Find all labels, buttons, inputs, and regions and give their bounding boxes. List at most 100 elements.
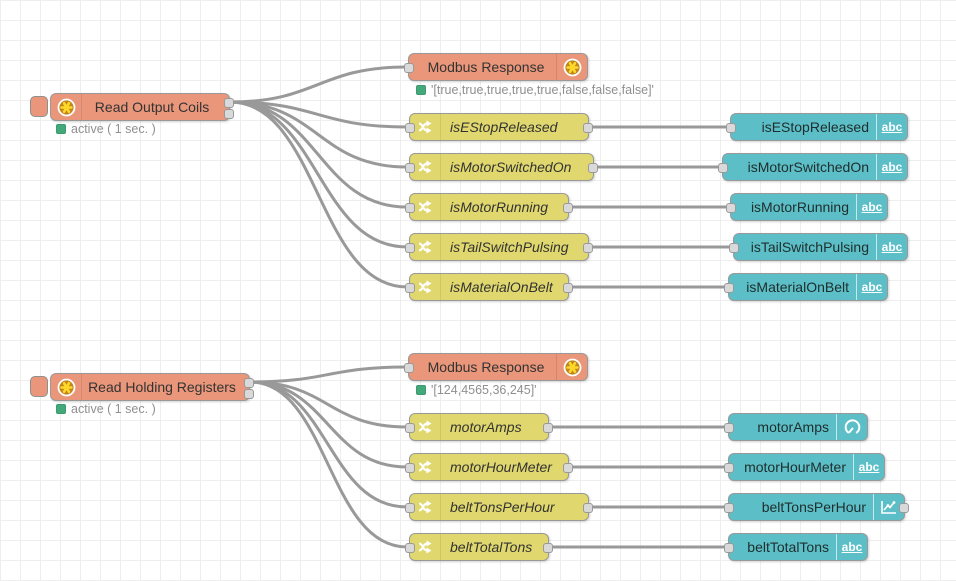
output-port[interactable]	[588, 163, 598, 173]
output-port-1[interactable]	[224, 98, 234, 108]
output-port[interactable]	[583, 503, 593, 513]
wire[interactable]	[248, 380, 409, 469]
node-label: beltTotalTons	[747, 539, 829, 555]
node-modbus-response-top[interactable]: Modbus Response	[404, 53, 588, 81]
node-label: motorHourMeter	[450, 459, 552, 475]
status-text: active ( 1 sec. )	[71, 122, 156, 136]
node-status: active ( 1 sec. )	[56, 402, 156, 416]
modbus-flower-icon	[51, 374, 82, 400]
node-change-belttonsperhour[interactable]: beltTonsPerHour	[405, 493, 593, 521]
input-port[interactable]	[405, 163, 415, 173]
node-uitext-ismotorswitchedon[interactable]: isMotorSwitchedOn abc	[718, 153, 908, 181]
wire[interactable]	[228, 65, 409, 104]
node-change-ismotorswitchedon[interactable]: isMotorSwitchedOn	[405, 153, 598, 181]
inject-button[interactable]	[30, 96, 48, 117]
input-port[interactable]	[405, 123, 415, 133]
node-change-ismaterialonbelt[interactable]: isMaterialOnBelt	[405, 273, 573, 301]
input-port[interactable]	[405, 243, 415, 253]
node-change-isestopreleased[interactable]: isEStopReleased	[405, 113, 593, 141]
node-uitext-istailswitchpulsing[interactable]: isTailSwitchPulsing abc	[729, 233, 908, 261]
wire[interactable]	[228, 100, 409, 169]
output-port-2[interactable]	[224, 109, 234, 119]
node-label: isMotorSwitchedOn	[450, 159, 572, 175]
abc-text-icon: abc	[856, 194, 887, 220]
input-port[interactable]	[405, 543, 415, 553]
line-chart-icon	[873, 494, 904, 520]
node-uitext-ismotorrunning[interactable]: isMotorRunning abc	[726, 193, 888, 221]
wire[interactable]	[228, 100, 409, 129]
node-change-motorhourmeter[interactable]: motorHourMeter	[405, 453, 573, 481]
input-port[interactable]	[724, 543, 734, 553]
node-change-istailswitchpulsing[interactable]: isTailSwitchPulsing	[405, 233, 593, 261]
output-port[interactable]	[563, 283, 573, 293]
input-port[interactable]	[726, 203, 736, 213]
input-port[interactable]	[724, 283, 734, 293]
node-uichart-belttonsperhour[interactable]: beltTonsPerHour	[724, 493, 909, 521]
wire[interactable]	[248, 380, 409, 509]
wire[interactable]	[248, 365, 409, 384]
modbus-flower-icon	[556, 354, 587, 380]
shuffle-arrows-icon	[410, 154, 441, 180]
wire[interactable]	[228, 100, 409, 249]
input-port[interactable]	[724, 423, 734, 433]
shuffle-arrows-icon	[410, 414, 441, 440]
node-label: isMotorRunning	[450, 199, 549, 215]
input-port[interactable]	[405, 503, 415, 513]
input-port[interactable]	[724, 463, 734, 473]
output-port[interactable]	[583, 243, 593, 253]
wire[interactable]	[228, 100, 409, 209]
node-status: '[124,4565,36,245]'	[416, 383, 537, 397]
output-port[interactable]	[563, 203, 573, 213]
output-port[interactable]	[899, 503, 909, 513]
node-change-ismotorrunning[interactable]: isMotorRunning	[405, 193, 573, 221]
input-port[interactable]	[404, 63, 414, 73]
node-label: beltTonsPerHour	[761, 499, 866, 515]
input-port[interactable]	[718, 163, 728, 173]
node-read-holding-registers[interactable]: Read Holding Registers	[30, 373, 254, 401]
input-port[interactable]	[405, 283, 415, 293]
output-port-2[interactable]	[244, 389, 254, 399]
abc-text-icon: abc	[876, 234, 907, 260]
status-text: '[124,4565,36,245]'	[431, 383, 537, 397]
shuffle-arrows-icon	[410, 114, 441, 140]
node-uitext-motorhourmeter[interactable]: motorHourMeter abc	[724, 453, 885, 481]
node-label: Modbus Response	[427, 59, 545, 75]
wire[interactable]	[228, 100, 409, 289]
input-port[interactable]	[729, 243, 739, 253]
input-port[interactable]	[405, 423, 415, 433]
node-read-output-coils[interactable]: Read Output Coils	[30, 93, 234, 121]
node-label: isMaterialOnBelt	[746, 279, 849, 295]
node-change-motoramps[interactable]: motorAmps	[405, 413, 553, 441]
node-label: Read Holding Registers	[88, 379, 236, 395]
output-port-1[interactable]	[244, 378, 254, 388]
node-label: isMaterialOnBelt	[450, 279, 553, 295]
node-modbus-response-bottom[interactable]: Modbus Response	[404, 353, 588, 381]
input-port[interactable]	[404, 363, 414, 373]
node-uitext-ismaterialonbelt[interactable]: isMaterialOnBelt abc	[724, 273, 888, 301]
shuffle-arrows-icon	[410, 194, 441, 220]
node-uigauge-motoramps[interactable]: motorAmps	[724, 413, 868, 441]
inject-button[interactable]	[30, 376, 48, 397]
node-status: '[true,true,true,true,true,false,false,f…	[416, 83, 654, 97]
output-port[interactable]	[563, 463, 573, 473]
wire[interactable]	[248, 380, 409, 429]
input-port[interactable]	[405, 463, 415, 473]
output-port[interactable]	[543, 423, 553, 433]
modbus-flower-icon	[556, 54, 587, 80]
input-port[interactable]	[405, 203, 415, 213]
wire[interactable]	[248, 380, 409, 549]
node-uitext-belttotaltons[interactable]: beltTotalTons abc	[724, 533, 868, 561]
shuffle-arrows-icon	[410, 234, 441, 260]
output-port[interactable]	[583, 123, 593, 133]
gauge-icon	[836, 414, 867, 440]
shuffle-arrows-icon	[410, 534, 441, 560]
abc-text-icon: abc	[853, 454, 884, 480]
output-port[interactable]	[543, 543, 553, 553]
node-uitext-isestopreleased[interactable]: isEStopReleased abc	[726, 113, 908, 141]
input-port[interactable]	[726, 123, 736, 133]
node-change-belttotaltons[interactable]: beltTotalTons	[405, 533, 553, 561]
input-port[interactable]	[724, 503, 734, 513]
shuffle-arrows-icon	[410, 494, 441, 520]
